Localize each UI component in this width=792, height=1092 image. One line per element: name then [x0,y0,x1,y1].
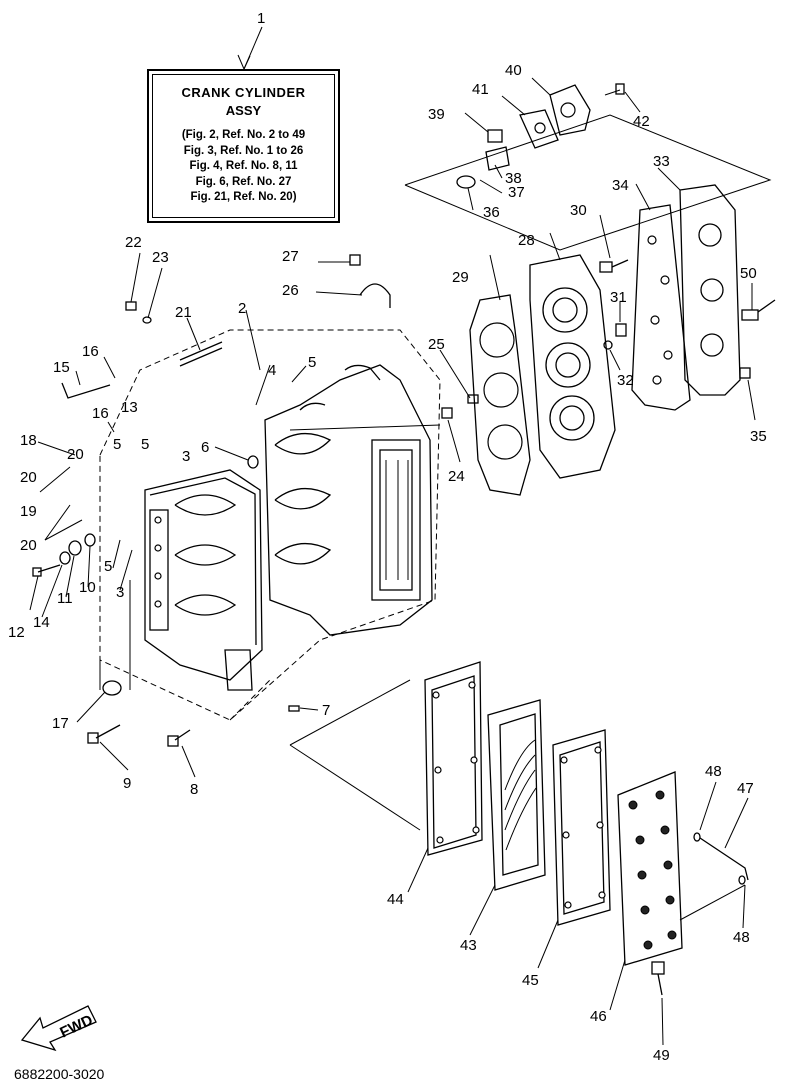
callout-16: 16 [92,405,109,422]
callout-25: 25 [428,336,445,353]
callout-10: 10 [79,579,96,596]
callout-45: 45 [522,972,539,989]
thermostat-group [456,83,625,189]
crankcase-half [144,469,263,691]
head-assembly-outline [404,114,772,251]
callout-34: 34 [612,177,629,194]
callout-37: 37 [508,184,525,201]
reference-line: Fig. 21, Ref. No. 20) [190,191,297,203]
callout-44: 44 [387,891,404,908]
callout-35: 35 [750,428,767,445]
exhaust-inner-cover [487,699,546,891]
callout-15: 15 [53,359,70,376]
cylinder-block [264,364,433,636]
callout-4: 4 [268,362,276,379]
callout-numbers: 1 2 3 3 4 5 5 5 5 6 7 8 9 10 11 12 13 14… [8,10,767,1064]
callout-2: 2 [238,300,246,317]
callout-6: 6 [201,439,209,456]
head-cover [679,184,741,396]
callout-5: 5 [104,558,112,575]
assembly-title-box: CRANK CYLINDER ASSY (Fig. 2, Ref. No. 2 … [147,69,340,223]
callout-24: 24 [448,468,465,485]
callout-49: 49 [653,1047,670,1064]
callout-27: 27 [282,248,299,265]
exhaust-inner-gasket [424,661,483,856]
callout-48: 48 [705,763,722,780]
reference-line: Fig. 3, Ref. No. 1 to 26 [183,144,304,157]
callout-47: 47 [737,780,754,797]
exhaust-outer-cover [617,771,683,966]
callout-39: 39 [428,106,445,123]
callout-13: 13 [121,399,138,416]
callout-20: 20 [20,537,37,554]
callout-3: 3 [182,448,190,465]
callout-14: 14 [33,614,50,631]
callout-48: 48 [733,929,750,946]
exhaust-outer-gasket [552,729,611,926]
callout-16: 16 [82,343,99,360]
callout-23: 23 [152,249,169,266]
callout-40: 40 [505,62,522,79]
reference-line: Fig. 4, Ref. No. 8, 11 [189,160,298,172]
callout-29: 29 [452,269,469,286]
callout-46: 46 [590,1008,607,1025]
crankcase-assembly-outline [99,329,441,721]
assembly-title: CRANK CYLINDER [181,85,306,100]
forward-direction-arrow: FWD [20,1005,97,1052]
callout-20: 20 [67,446,84,463]
callout-9: 9 [123,775,131,792]
callout-8: 8 [190,781,198,798]
diagram-code: 6882200-3020 [14,1066,105,1082]
callout-33: 33 [653,153,670,170]
callout-5: 5 [113,436,121,453]
cylinder-head [529,254,616,479]
callout-7: 7 [322,702,330,719]
callout-21: 21 [175,304,192,321]
callout-26: 26 [282,282,299,299]
small-parts [32,254,776,996]
callout-41: 41 [472,81,489,98]
callout-43: 43 [460,937,477,954]
callout-30: 30 [570,202,587,219]
callout-5: 5 [141,436,149,453]
leader-lines [237,26,263,70]
callout-36: 36 [483,204,500,221]
callout-22: 22 [125,234,142,251]
head-cover-gasket [631,204,691,411]
callout-42: 42 [633,113,650,130]
assembly-subtitle: ASSY [225,103,262,118]
callout-50: 50 [740,265,757,282]
callout-20: 20 [20,469,37,486]
callout-17: 17 [52,715,69,732]
reference-line: Fig. 6, Ref. No. 27 [195,175,292,188]
callout-38: 38 [505,170,522,187]
callout-31: 31 [610,289,627,306]
callout-leaders [29,77,756,1046]
callout-3: 3 [116,584,124,601]
reference-line: (Fig. 2, Ref. No. 2 to 49 [181,129,306,141]
fwd-label: FWD [57,1012,95,1042]
callout-1: 1 [257,10,265,27]
callout-5: 5 [308,354,316,371]
callout-18: 18 [20,432,37,449]
callout-32: 32 [617,372,634,389]
callout-19: 19 [20,503,37,520]
callout-12: 12 [8,624,25,641]
callout-28: 28 [518,232,535,249]
callout-11: 11 [57,590,73,607]
head-gasket [469,294,531,496]
